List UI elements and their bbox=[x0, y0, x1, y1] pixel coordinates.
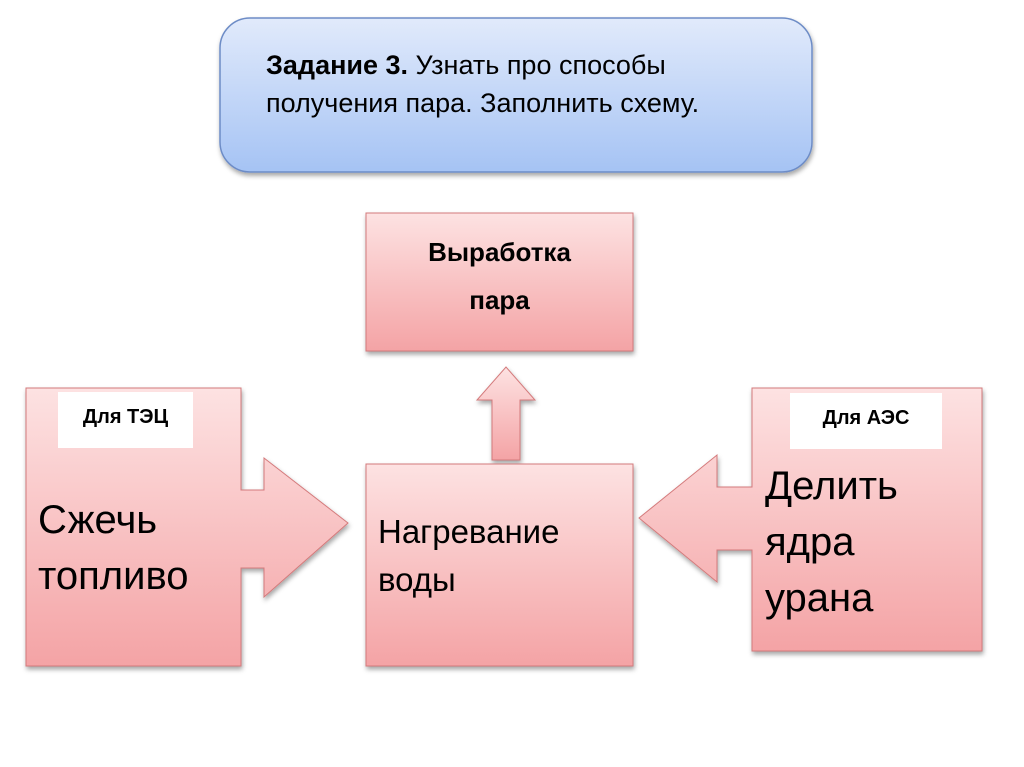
task-text: Задание 3. Узнать про способы получения … bbox=[266, 46, 786, 122]
center-box bbox=[365, 463, 634, 667]
steam-box-text: Выработка пара bbox=[366, 228, 633, 324]
task-box bbox=[219, 17, 813, 173]
aes-label: Для АЭС bbox=[790, 393, 942, 449]
heating-water-text: Нагревание воды bbox=[378, 508, 559, 604]
up-arrow bbox=[475, 366, 537, 461]
steam-line1: Выработка bbox=[428, 237, 571, 267]
burn-fuel-text: Сжечь топливо bbox=[38, 492, 189, 604]
burn-line1: Сжечь bbox=[38, 498, 158, 542]
task-description: Узнать про способы получения пара. Запол… bbox=[266, 50, 700, 118]
steam-box bbox=[365, 212, 634, 352]
split-line3: урана bbox=[765, 576, 874, 620]
tec-label: Для ТЭЦ bbox=[58, 392, 193, 448]
split-line1: Делить bbox=[765, 464, 898, 508]
task-number: Задание 3. bbox=[266, 50, 409, 80]
steam-line2: пара bbox=[469, 285, 530, 315]
split-line2: ядра bbox=[765, 520, 855, 564]
heat-line1: Нагревание bbox=[378, 513, 560, 550]
heat-line2: воды bbox=[378, 561, 456, 598]
left-callout-arrow bbox=[25, 387, 349, 667]
split-uranium-text: Делить ядра урана bbox=[765, 458, 898, 626]
burn-line2: топливо bbox=[38, 554, 189, 598]
right-callout-arrow bbox=[638, 387, 983, 652]
